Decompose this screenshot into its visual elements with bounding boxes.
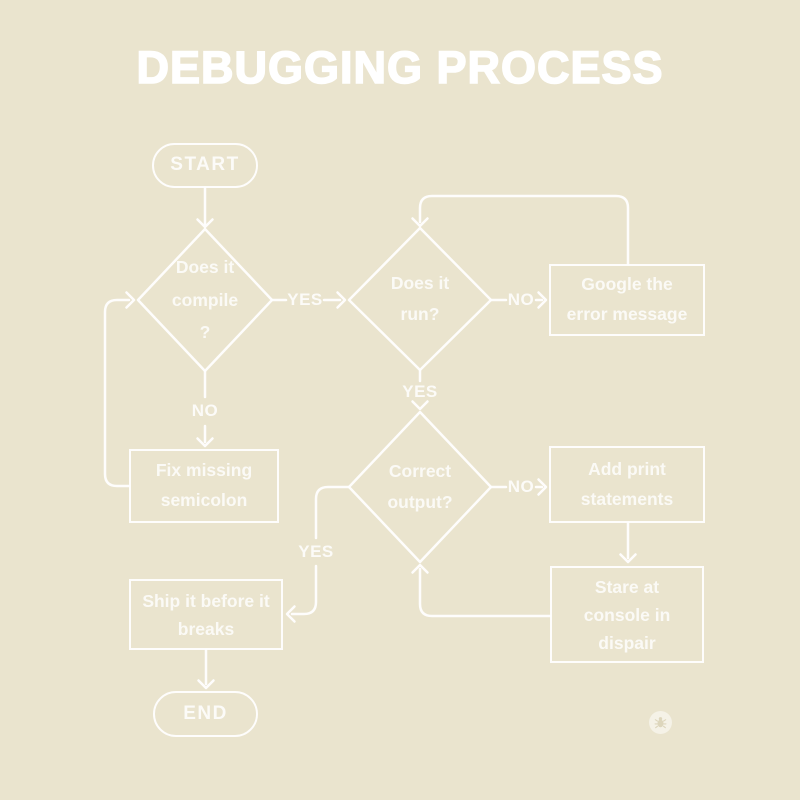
compile-line-1: Does it bbox=[175, 257, 235, 278]
google-line-2: error message bbox=[566, 304, 688, 324]
process-google-node: Google the error message bbox=[549, 264, 705, 336]
arrowhead-ship-end bbox=[197, 679, 215, 690]
run-line-2: run? bbox=[400, 304, 440, 324]
edge-fix-compile-loop bbox=[103, 298, 131, 488]
edge-stare-correct-loop bbox=[418, 567, 552, 618]
edge-label-run-yes: YES bbox=[402, 382, 438, 401]
stare-line-3: dispair bbox=[598, 632, 656, 653]
process-ship-node: Ship it before it breaks bbox=[129, 579, 283, 650]
bug-badge bbox=[649, 711, 672, 734]
edge-label-compile-no: NO bbox=[191, 401, 219, 420]
arrowhead-run-correct bbox=[411, 400, 429, 411]
edge-label-compile-yes: YES bbox=[287, 290, 323, 309]
arrowhead-correct-ship bbox=[285, 605, 296, 623]
correct-line-1: Correct bbox=[388, 460, 452, 481]
bug-icon bbox=[654, 717, 667, 729]
arrowhead-fix-compile bbox=[125, 291, 136, 309]
process-fix-node: Fix missing semicolon bbox=[129, 449, 279, 523]
compile-line-2: compile bbox=[171, 289, 239, 310]
arrowhead-compile-fix bbox=[196, 437, 214, 448]
fix-line-1: Fix missing bbox=[155, 460, 253, 481]
stare-line-2: console in bbox=[583, 604, 671, 625]
fix-line-2: semicolon bbox=[160, 490, 248, 510]
arrowhead-compile-run bbox=[336, 291, 347, 309]
arrowhead-start-compile bbox=[196, 218, 214, 229]
edge-correct-yes-b bbox=[290, 564, 318, 616]
addprint-line-1: Add print bbox=[588, 458, 666, 479]
start-label: START bbox=[170, 154, 240, 176]
arrowhead-stare-correct bbox=[411, 563, 429, 574]
edge-label-run-no: NO bbox=[507, 290, 535, 309]
process-stare-node: Stare at console in dispair bbox=[550, 566, 704, 663]
ship-line-2: breaks bbox=[177, 618, 235, 639]
end-label: END bbox=[183, 702, 228, 724]
google-line-1: Google the bbox=[581, 274, 673, 295]
edge-label-correct-no: NO bbox=[507, 477, 535, 496]
decision-correct-text: Correct output? bbox=[352, 455, 488, 519]
run-line-1: Does it bbox=[390, 272, 450, 293]
start-node: START bbox=[152, 143, 258, 188]
decision-correct-shape bbox=[347, 410, 493, 564]
edge-correct-yes-a bbox=[314, 485, 351, 540]
page-title: DEBUGGING PROCESS bbox=[136, 41, 664, 94]
arrowhead-google-run bbox=[411, 217, 429, 228]
stare-line-1: Stare at bbox=[594, 576, 660, 597]
edge-google-run-loop bbox=[418, 194, 630, 266]
decision-compile-text: Does it compile ? bbox=[140, 250, 270, 350]
arrowhead-addprint-stare bbox=[619, 553, 637, 564]
compile-line-3: ? bbox=[199, 322, 211, 343]
arrowhead-correct-addprint bbox=[537, 478, 548, 496]
addprint-line-2: statements bbox=[580, 488, 674, 509]
process-addprint-node: Add print statements bbox=[549, 446, 705, 523]
edge-label-correct-yes: YES bbox=[298, 542, 334, 561]
arrowhead-run-google bbox=[537, 291, 548, 309]
end-node: END bbox=[153, 691, 258, 737]
decision-run-text: Does it run? bbox=[352, 267, 488, 331]
ship-line-1: Ship it before it bbox=[142, 590, 270, 611]
correct-line-2: output? bbox=[387, 492, 453, 512]
